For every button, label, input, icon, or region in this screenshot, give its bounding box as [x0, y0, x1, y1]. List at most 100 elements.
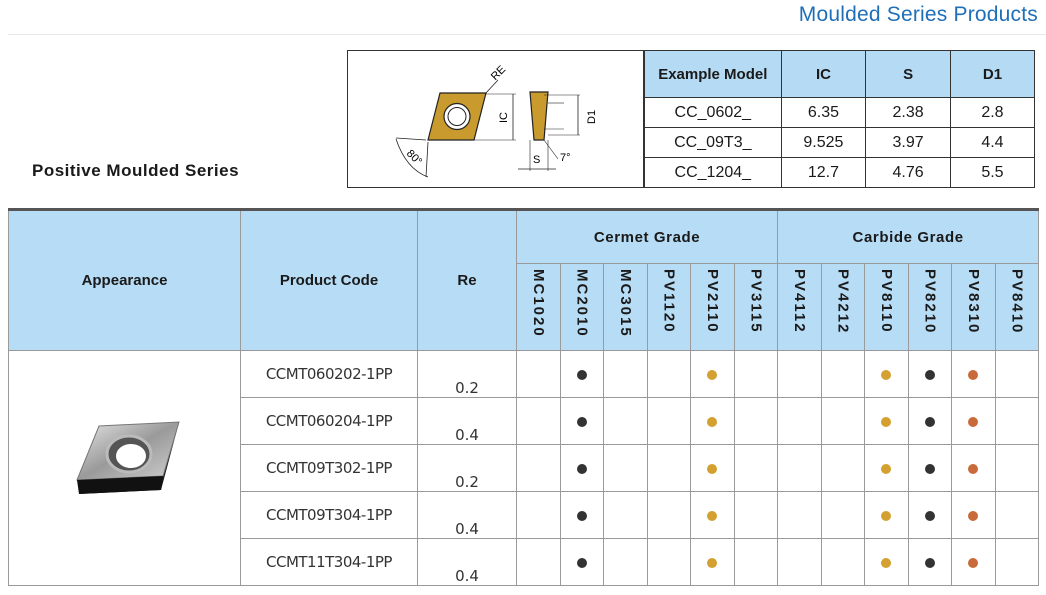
black-dot-icon [924, 510, 935, 521]
grade-cell-pv3115 [733, 397, 779, 445]
grade-label: PV2110 [703, 269, 721, 334]
copper-dot-icon [968, 369, 979, 380]
grade-cell-mc2010 [559, 491, 604, 539]
ic-label: IC [498, 112, 510, 123]
grade-header-pv8310: PV8310 [951, 263, 996, 351]
spec-header: S [865, 51, 951, 98]
black-dot-icon [576, 463, 587, 474]
grade-cell-pv8210 [907, 538, 953, 586]
grade-cell-pv1120 [646, 350, 691, 398]
grade-cell-pv8110 [864, 491, 909, 539]
grade-header-mc1020: MC1020 [516, 263, 561, 351]
grade-cell-pv2110 [690, 350, 735, 398]
grade-cell-pv8310 [951, 444, 996, 492]
grade-cell-pv1120 [646, 491, 691, 539]
spec-cell: 2.8 [949, 97, 1034, 128]
spec-cell: 2.38 [865, 97, 951, 128]
grade-header-pv8110: PV8110 [864, 263, 909, 351]
black-dot-icon [924, 369, 935, 380]
grade-header-pv8410: PV8410 [994, 263, 1040, 351]
grade-cell-pv4212 [820, 397, 866, 445]
insert-drawing: RE IC 80° D1 S 7° [395, 64, 598, 178]
spec-header: IC [780, 51, 867, 98]
grade-cell-mc3015 [603, 538, 648, 586]
grade-cell-pv1120 [646, 444, 691, 492]
grade-label: PV3115 [747, 269, 765, 334]
grade-header-pv2110: PV2110 [690, 263, 735, 351]
copper-dot-icon [968, 510, 979, 521]
black-dot-icon [576, 557, 587, 568]
grade-cell-pv8410 [994, 491, 1040, 539]
grade-cell-pv8110 [864, 538, 909, 586]
grade-cell-pv4212 [820, 538, 866, 586]
black-dot-icon [924, 557, 935, 568]
grade-cell-pv2110 [690, 444, 735, 492]
spec-row: CC_1204_ 12.7 4.76 5.5 [644, 157, 1034, 187]
re-cell: 0.2 [417, 350, 517, 398]
grade-cell-pv4112 [777, 491, 822, 539]
spec-header: Example Model [644, 51, 782, 98]
grade-cell-pv2110 [690, 397, 735, 445]
gold-dot-icon [707, 510, 718, 521]
d1-label: D1 [586, 110, 598, 124]
spec-cell: 5.5 [949, 157, 1034, 187]
grade-cell-pv4212 [820, 491, 866, 539]
grade-cell-pv8410 [994, 397, 1040, 445]
product-code-cell: CCMT11T304-1PP [240, 538, 418, 586]
spec-row: CC_09T3_ 9.525 3.97 4.4 [644, 127, 1034, 158]
product-code-header: Product Code [240, 209, 418, 351]
grade-cell-mc2010 [559, 397, 604, 445]
spec-cell: 4.4 [949, 127, 1034, 158]
grade-cell-pv4212 [820, 350, 866, 398]
re-header: Re [417, 209, 517, 351]
grade-cell-pv1120 [646, 397, 691, 445]
copper-dot-icon [968, 416, 979, 427]
grade-cell-mc2010 [559, 538, 604, 586]
gold-dot-icon [707, 557, 718, 568]
gold-dot-icon [881, 369, 892, 380]
insert-image [75, 421, 180, 494]
angle-7-label: 7° [560, 152, 571, 164]
grade-cell-pv4112 [777, 350, 822, 398]
gold-dot-icon [881, 510, 892, 521]
grade-cell-pv8310 [951, 538, 996, 586]
re-cell: 0.4 [417, 491, 517, 539]
re-label: RE [489, 64, 508, 83]
spec-cell: 9.525 [780, 127, 867, 158]
grade-cell-mc3015 [603, 491, 648, 539]
grade-label: MC3015 [616, 269, 634, 338]
s-label: S [533, 154, 540, 166]
group-header-row: Appearance Product Code Re Cermet Grade … [8, 209, 1040, 351]
grade-label: PV8210 [921, 269, 939, 335]
black-dot-icon [924, 416, 935, 427]
grade-header-pv1120: PV1120 [646, 263, 691, 351]
page-title: Moulded Series Products [798, 3, 1038, 26]
re-cell: 0.4 [417, 397, 517, 445]
grade-header-pv4212: PV4212 [820, 263, 866, 351]
black-dot-icon [576, 416, 587, 427]
black-dot-icon [576, 510, 587, 521]
grade-header-pv8210: PV8210 [907, 263, 953, 351]
grade-cell-mc1020 [516, 350, 561, 398]
grade-label: PV8110 [877, 269, 895, 334]
series-label: Positive Moulded Series [32, 161, 240, 180]
grade-cell-pv8210 [907, 397, 953, 445]
spec-cell: 4.76 [865, 157, 951, 187]
gold-dot-icon [707, 369, 718, 380]
grade-cell-pv8410 [994, 350, 1040, 398]
spec-cell: CC_1204_ [644, 157, 782, 187]
grade-header-pv3115: PV3115 [733, 263, 779, 351]
grade-header-mc3015: MC3015 [603, 263, 648, 351]
grade-cell-pv8410 [994, 444, 1040, 492]
product-code-cell: CCMT09T304-1PP [240, 491, 418, 539]
grade-cell-pv4212 [820, 444, 866, 492]
grade-cell-mc3015 [603, 444, 648, 492]
gold-dot-icon [881, 463, 892, 474]
angle-80-label: 80° [404, 148, 424, 168]
grade-cell-pv8110 [864, 350, 909, 398]
spec-cell: CC_09T3_ [644, 127, 782, 158]
